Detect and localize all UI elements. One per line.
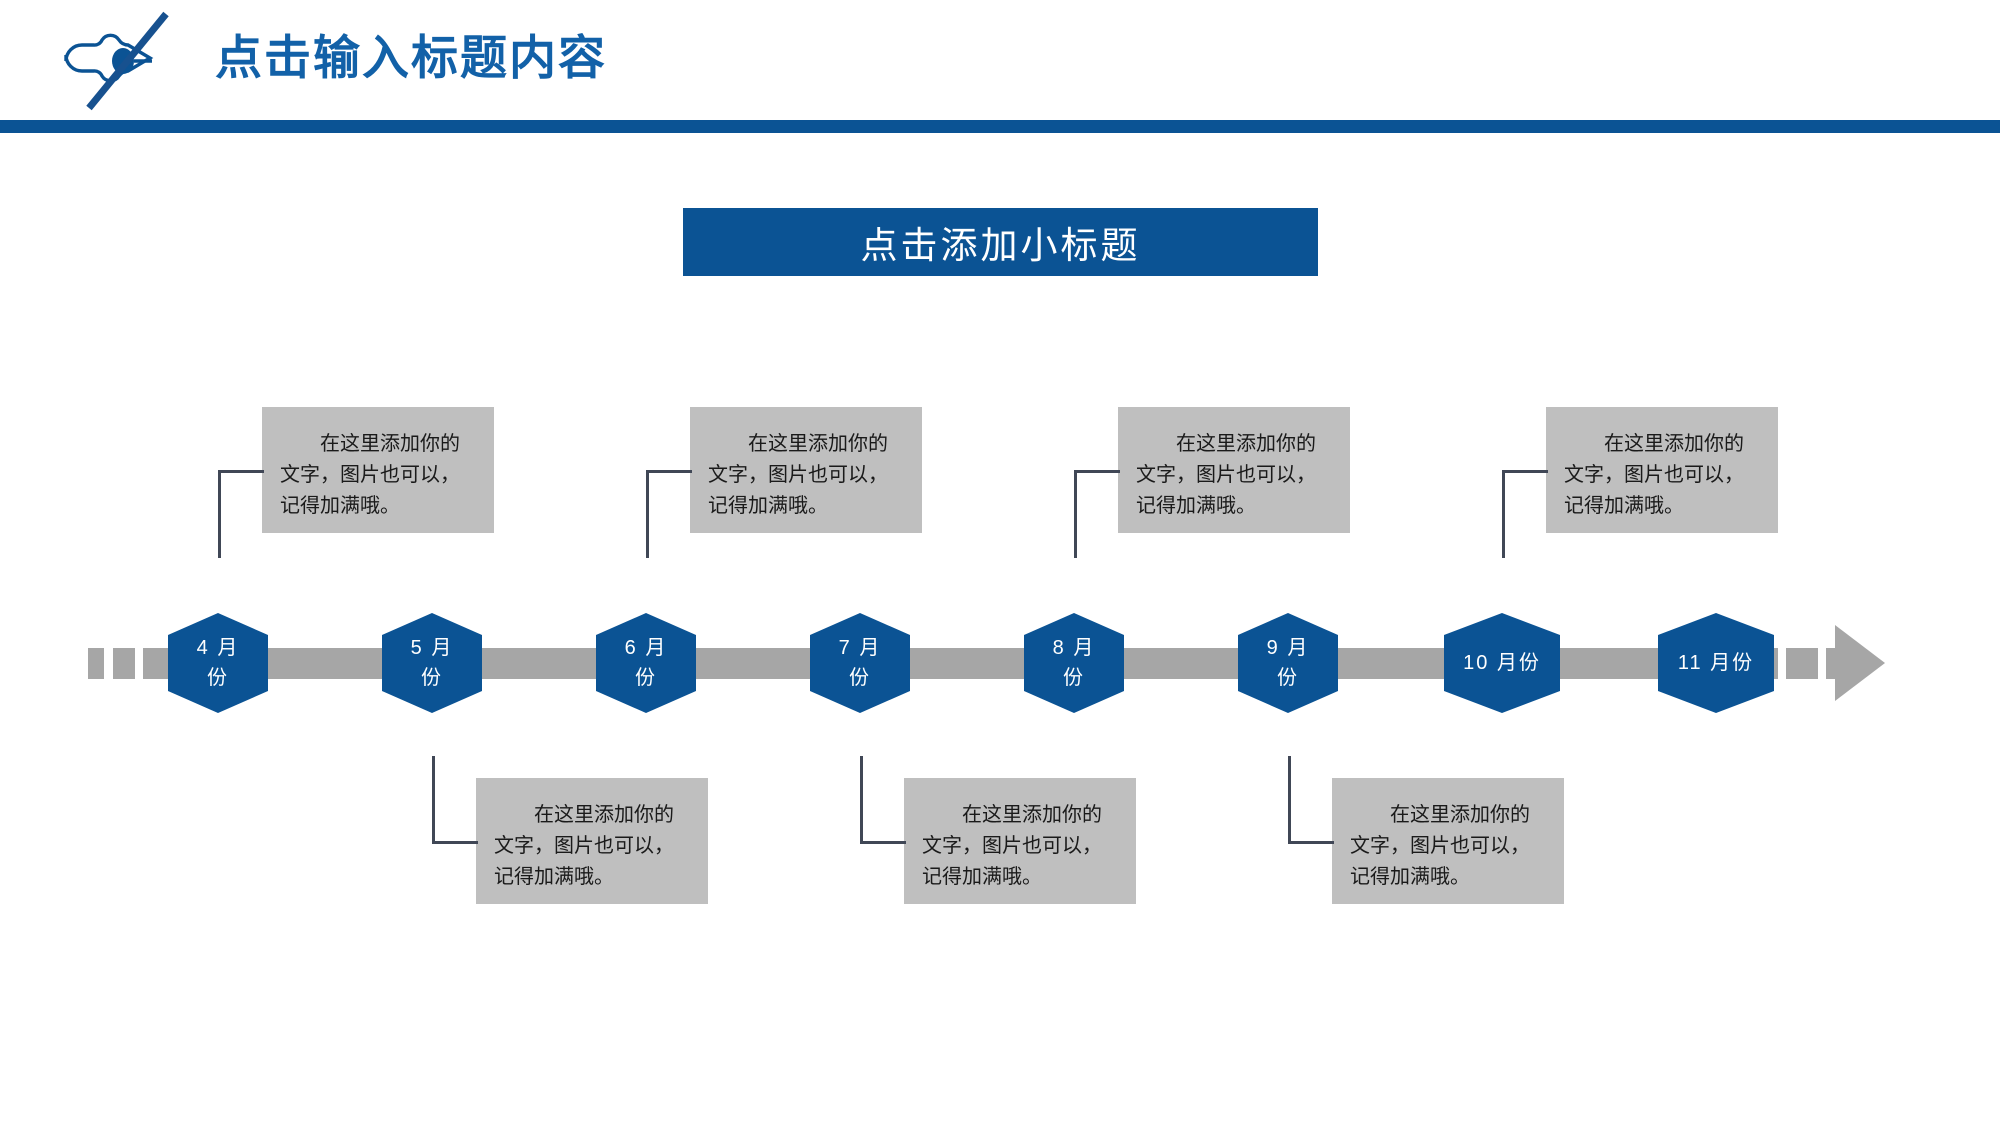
callout-box[interactable]: 在这里添加你的文字，图片也可以，记得加满哦。 xyxy=(1546,407,1778,533)
timeline-node-10[interactable]: 10 月份 xyxy=(1444,613,1560,713)
connector-horizontal xyxy=(432,841,478,844)
timeline-node-9[interactable]: 9 月 份 xyxy=(1238,613,1338,713)
callout-text: 在这里添加你的文字，图片也可以，记得加满哦。 xyxy=(1350,804,1530,888)
track-dash-left-1 xyxy=(88,648,104,679)
connector-vertical xyxy=(1288,756,1291,844)
timeline-node-label: 5 月 份 xyxy=(410,637,454,689)
track-dash-left-2 xyxy=(113,648,135,679)
page-title: 点击输入标题内容 xyxy=(215,31,607,84)
timeline-node-4[interactable]: 4 月 份 xyxy=(168,613,268,713)
timeline-node-label: 11 月份 xyxy=(1677,652,1755,674)
connector-horizontal xyxy=(1288,841,1334,844)
callout-text: 在这里添加你的文字，图片也可以，记得加满哦。 xyxy=(1136,433,1316,517)
connector-vertical xyxy=(646,470,649,558)
timeline-node-6[interactable]: 6 月 份 xyxy=(596,613,696,713)
callout-box[interactable]: 在这里添加你的文字，图片也可以，记得加满哦。 xyxy=(1118,407,1350,533)
connector-vertical xyxy=(432,756,435,844)
page-header: 点击输入标题内容 xyxy=(0,0,2000,133)
connector-horizontal xyxy=(1502,470,1548,473)
callout-box[interactable]: 在这里添加你的文字，图片也可以，记得加满哦。 xyxy=(1332,778,1564,904)
timeline-chart: 在这里添加你的文字，图片也可以，记得加满哦。 在这里添加你的文字，图片也可以，记… xyxy=(0,300,2000,940)
connector-vertical xyxy=(1502,470,1505,558)
timeline-node-5[interactable]: 5 月 份 xyxy=(382,613,482,713)
right-arrow-icon xyxy=(1835,625,1885,701)
connector-horizontal xyxy=(646,470,692,473)
connector-horizontal xyxy=(860,841,906,844)
timeline-node-8[interactable]: 8 月 份 xyxy=(1024,613,1124,713)
connector-horizontal xyxy=(1074,470,1120,473)
timeline-node-label: 6 月 份 xyxy=(624,637,668,689)
callout-text: 在这里添加你的文字，图片也可以，记得加满哦。 xyxy=(1564,433,1744,517)
track-dash-right-1 xyxy=(1786,648,1818,679)
timeline-node-11[interactable]: 11 月份 xyxy=(1658,613,1774,713)
timeline-node-label: 8 月 份 xyxy=(1052,637,1096,689)
pen-nib-slash-icon xyxy=(48,8,178,114)
callout-box[interactable]: 在这里添加你的文字，图片也可以，记得加满哦。 xyxy=(262,407,494,533)
callout-text: 在这里添加你的文字，图片也可以，记得加满哦。 xyxy=(494,804,674,888)
timeline-node-label: 10 月份 xyxy=(1463,652,1541,674)
connector-horizontal xyxy=(218,470,264,473)
timeline-node-label: 4 月 份 xyxy=(196,637,240,689)
connector-vertical xyxy=(860,756,863,844)
header-divider xyxy=(0,120,2000,133)
callout-text: 在这里添加你的文字，图片也可以，记得加满哦。 xyxy=(280,433,460,517)
callout-box[interactable]: 在这里添加你的文字，图片也可以，记得加满哦。 xyxy=(690,407,922,533)
timeline-node-label: 7 月 份 xyxy=(838,637,882,689)
timeline-node-7[interactable]: 7 月 份 xyxy=(810,613,910,713)
subtitle-text: 点击添加小标题 xyxy=(860,225,1141,266)
callout-text: 在这里添加你的文字，图片也可以，记得加满哦。 xyxy=(922,804,1102,888)
connector-vertical xyxy=(1074,470,1077,558)
callout-box[interactable]: 在这里添加你的文字，图片也可以，记得加满哦。 xyxy=(904,778,1136,904)
connector-vertical xyxy=(218,470,221,558)
timeline-node-label: 9 月 份 xyxy=(1266,637,1310,689)
callout-text: 在这里添加你的文字，图片也可以，记得加满哦。 xyxy=(708,433,888,517)
subtitle-banner[interactable]: 点击添加小标题 xyxy=(683,208,1318,276)
callout-box[interactable]: 在这里添加你的文字，图片也可以，记得加满哦。 xyxy=(476,778,708,904)
